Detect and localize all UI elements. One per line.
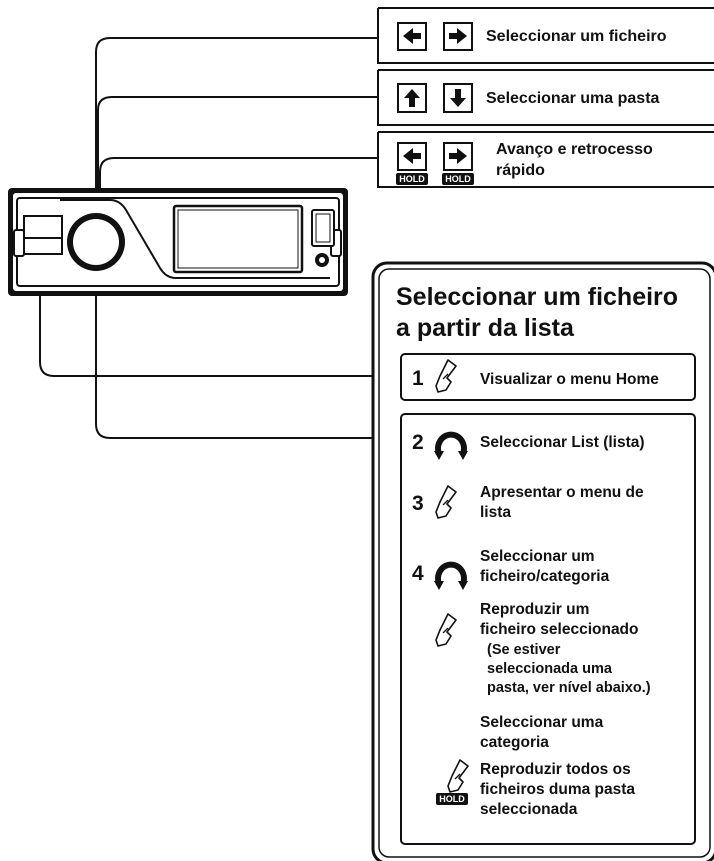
hold-label: HOLD xyxy=(399,174,425,184)
steps-2-4-box xyxy=(400,413,696,845)
callout-select-file-label: Seleccionar um ficheiro xyxy=(486,28,667,45)
play-all-text: ficheiros duma pasta xyxy=(480,781,636,798)
callout-select-file xyxy=(377,7,714,64)
play-all-text: seleccionada xyxy=(480,801,578,818)
leader-line-select-file xyxy=(95,37,378,228)
step-number: 4 xyxy=(412,562,424,585)
down-arrow-icon xyxy=(443,83,473,113)
callout-fast-forward xyxy=(377,131,714,188)
right-arrow-icon xyxy=(443,22,473,51)
callout-select-folder xyxy=(377,69,714,126)
hold-left-arrow-icon xyxy=(397,142,427,171)
callout-fast-forward-label-line1: Avanço e retrocesso xyxy=(496,141,653,158)
step-text-line2: ficheiro/categoria xyxy=(480,568,610,585)
step-text-line1: Seleccionar um xyxy=(480,548,595,565)
leader-line-dial xyxy=(95,268,400,439)
step-number: 1 xyxy=(412,367,424,390)
left-arrow-icon xyxy=(397,22,427,51)
step-text-line1: Apresentar o menu de xyxy=(480,484,644,501)
leader-line-fast-forward xyxy=(99,157,378,228)
hold-label: HOLD xyxy=(445,174,471,184)
play-file-text: ficheiro seleccionado xyxy=(480,621,639,638)
step-text: Visualizar o menu Home xyxy=(480,371,659,388)
panel-title-line2: a partir da lista xyxy=(396,314,574,342)
play-file-note: pasta, ver nível abaixo.) xyxy=(487,680,651,696)
play-file-text: Reproduzir um xyxy=(480,601,590,618)
home-button xyxy=(23,215,63,255)
step-number: 3 xyxy=(412,492,424,515)
leader-line-home xyxy=(39,238,400,377)
step-number: 2 xyxy=(412,431,424,454)
leader-line-select-folder xyxy=(97,96,378,228)
select-from-list-panel xyxy=(371,261,714,861)
step-1-box xyxy=(400,353,696,401)
step-text-line2: lista xyxy=(480,504,512,521)
callout-select-folder-label: Seleccionar uma pasta xyxy=(486,90,660,107)
play-all-text: Reproduzir todos os xyxy=(480,761,631,778)
callout-fast-forward-label-line2: rápido xyxy=(496,162,545,179)
car-stereo-device xyxy=(8,188,348,296)
play-file-note: seleccionada uma xyxy=(487,661,612,677)
step-text: Seleccionar List (lista) xyxy=(480,434,645,451)
hold-right-arrow-icon xyxy=(443,142,473,171)
panel-title-line1: Seleccionar um ficheiro xyxy=(396,283,679,311)
select-category-text: Seleccionar uma xyxy=(480,714,604,731)
up-arrow-icon xyxy=(397,83,427,113)
select-category-text: categoria xyxy=(480,734,549,751)
hold-label: HOLD xyxy=(439,794,465,804)
play-file-note: (Se estiver xyxy=(487,642,561,658)
